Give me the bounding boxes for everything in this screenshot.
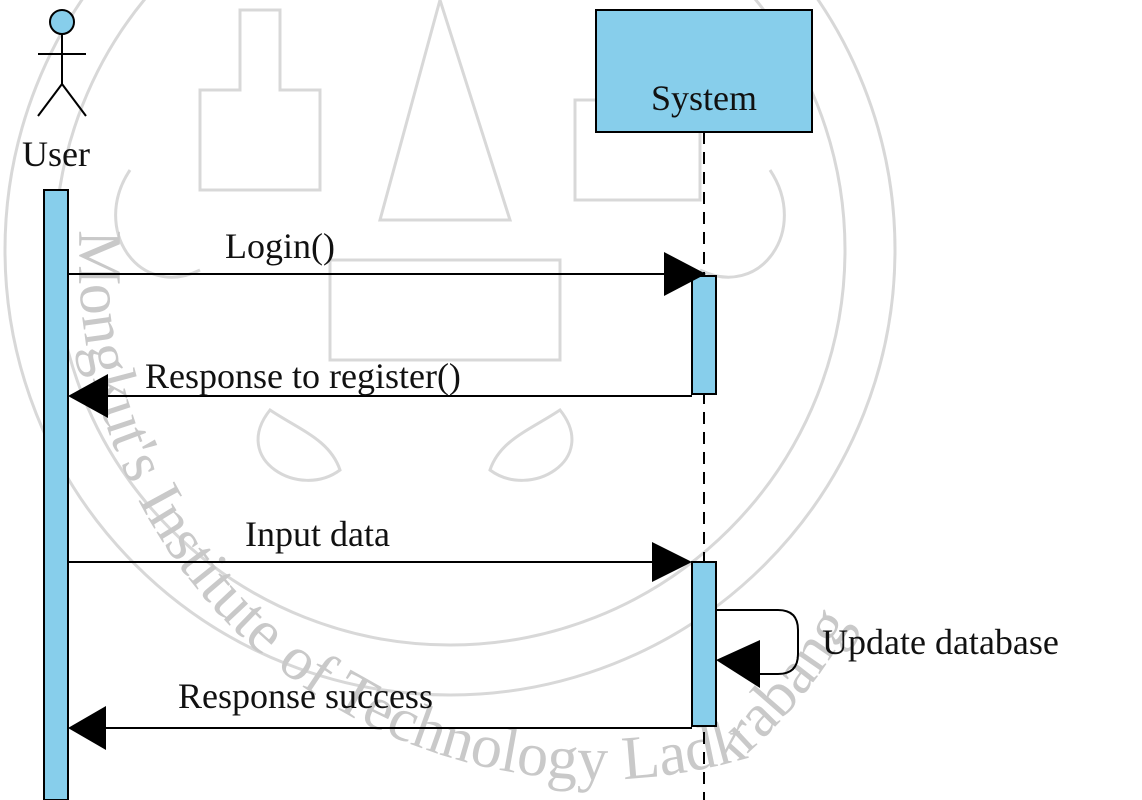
message-label: Update database [822, 622, 1059, 662]
system-activation-bar-1 [691, 275, 717, 395]
stick-figure-icon [37, 9, 87, 117]
participant-label: System [651, 78, 757, 118]
user-activation-bar [43, 189, 69, 800]
arrowhead-icon [652, 542, 692, 582]
arrowhead-icon [664, 252, 706, 296]
message-label: Response success [178, 676, 433, 716]
message-input-data: Input data [68, 514, 692, 582]
system-box [595, 9, 813, 133]
message-label: Response to register() [145, 356, 461, 396]
message-response-to-register: Response to register() [68, 356, 692, 418]
message-label: Login() [225, 226, 335, 266]
system-activation-bar-2 [691, 561, 717, 727]
message-login: Login() [68, 226, 706, 296]
message-update-database: Update database [716, 609, 1059, 688]
arrowhead-icon [716, 640, 760, 688]
actor-user: User [22, 9, 90, 174]
arrowhead-icon [68, 706, 106, 750]
actor-label: User [22, 134, 90, 174]
arrowhead-icon [68, 374, 108, 418]
participant-system: System [595, 9, 813, 133]
message-label: Input data [245, 514, 390, 554]
message-response-success: Response success [68, 676, 692, 750]
